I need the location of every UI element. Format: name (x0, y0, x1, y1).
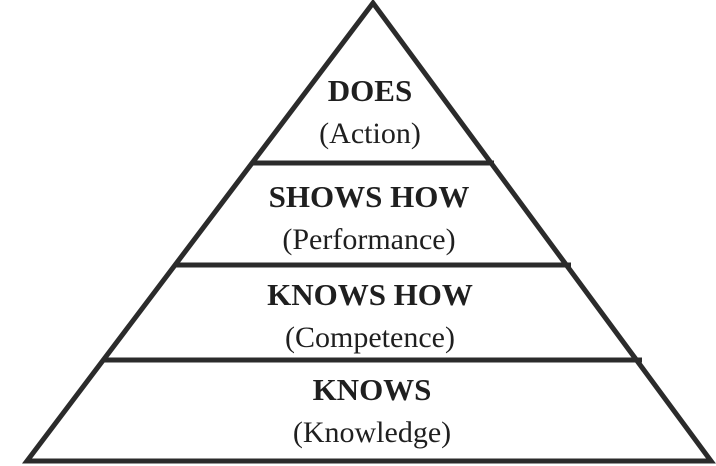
level-does-title: DOES (328, 73, 412, 108)
level-knows: KNOWS (Knowledge) (293, 372, 451, 449)
level-shows-how-title: SHOWS HOW (269, 179, 470, 214)
level-knows-title: KNOWS (313, 372, 432, 407)
level-knows-subtitle: (Knowledge) (293, 416, 451, 449)
pyramid-outline (21, 0, 716, 464)
level-knows-how-subtitle: (Competence) (285, 321, 455, 354)
level-does: DOES (Action) (319, 73, 421, 150)
level-does-subtitle: (Action) (319, 117, 421, 150)
level-knows-how: KNOWS HOW (Competence) (267, 277, 473, 354)
level-shows-how: SHOWS HOW (Performance) (269, 179, 470, 256)
level-shows-how-subtitle: (Performance) (282, 223, 455, 256)
level-knows-how-title: KNOWS HOW (267, 277, 473, 312)
